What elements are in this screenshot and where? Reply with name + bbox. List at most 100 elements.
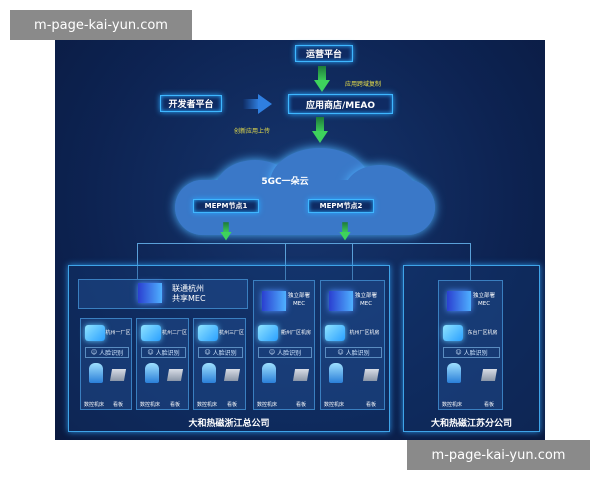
independent-mec-label: 独立部署 MEC [288,292,310,308]
independent-mec-line1: 独立部署 [473,293,496,299]
independent-mec-line1: 独立部署 [288,293,311,299]
server-cube-icon [141,325,161,341]
dev-platform-box: 开发者平台 [160,95,222,112]
face-recognition: ☺人脸识别 [325,347,382,358]
dashboard-laptop-icon [292,369,310,381]
plant-box: 独立部署 MEC 衢州厂区机房 ☺人脸识别 数控机床 看板 [253,280,315,410]
plant-name: 杭州二厂区 [161,330,187,336]
connector-line [470,243,471,280]
shared-mec-label: 联通杭州共享MEC [172,284,206,304]
cnc-machine-icon [329,363,343,383]
watermark-top: m-page-kai-yun.com [10,10,192,40]
plant-box: 独立部署 MEC 杭州厂区机房 ☺人脸识别 数控机床 看板 [320,280,385,410]
server-cube-icon [325,325,345,341]
server-cube-icon [85,325,105,341]
dashboard-label: 看板 [483,402,494,408]
plant-box: 杭州二厂区 ☺人脸识别 数控机床 看板 [136,318,189,410]
dashboard-laptop-icon [362,369,380,381]
face-recognition: ☺人脸识别 [443,347,500,358]
arrow-down-icon [314,66,330,94]
independent-mec-label: 独立部署 MEC [473,292,495,308]
mec-server-icon [447,291,471,311]
plant-name: 衢州厂区机房 [280,330,311,336]
cnc-machine-label: 数控机床 [83,402,104,408]
dashboard-laptop-icon [109,369,127,381]
cnc-machine-icon [262,363,276,383]
dashboard-label: 看板 [226,402,237,408]
mepm-node-2: MEPM节点2 [308,199,374,213]
shared-mec-line1: 联通杭州 [172,284,204,293]
app-store-box: 应用商店/MEAO [288,94,393,114]
face-icon: ☺ [337,349,344,356]
ops-platform-box: 运营平台 [295,45,353,62]
connector-line [352,243,353,280]
plant-box: 杭州一厂区 ☺人脸识别 数控机床 看板 [80,318,132,410]
dashboard-label: 看板 [365,402,376,408]
face-icon: ☺ [147,349,154,356]
jiangsu-company-label: 大和热磁江苏分公司 [430,419,512,429]
face-recognition: ☺人脸识别 [85,347,129,358]
note-upload: 创新应用上传 [234,128,271,135]
independent-mec-line1: 独立部署 [355,293,378,299]
jiangsu-company-box [403,265,540,432]
face-recognition: ☺人脸识别 [198,347,243,358]
connector-line [285,243,286,280]
mepm-node-1: MEPM节点1 [193,199,259,213]
dashboard-laptop-icon [223,369,241,381]
face-icon: ☺ [90,349,98,356]
cloud-title: 5GC一朵云 [261,177,309,187]
connector-line [137,243,470,244]
plant-name: 杭州厂区机房 [349,330,380,336]
server-cube-icon [443,325,463,341]
face-label: 人脸识别 [212,350,237,357]
face-recognition: ☺人脸识别 [141,347,186,358]
cnc-machine-label: 数控机床 [256,402,277,408]
shared-mec-line2: 共享MEC [172,294,206,303]
cnc-machine-icon [89,363,103,383]
plant-name: 杭州三厂区 [218,330,244,336]
cnc-machine-label: 数控机床 [323,402,344,408]
server-cube-icon [198,325,218,341]
face-label: 人脸识别 [99,350,124,357]
note-copy: 应用跨域复制 [345,81,382,88]
server-cube-icon [258,325,278,341]
connector-line [137,243,138,280]
shared-mec-box [78,279,248,309]
plant-box: 杭州三厂区 ☺人脸识别 数控机床 看板 [193,318,246,410]
watermark-bottom: m-page-kai-yun.com [407,440,590,470]
mec-server-icon [262,291,286,311]
mec-server-icon [138,283,162,303]
dashboard-laptop-icon [480,369,498,381]
independent-mec-label: 独立部署 MEC [355,292,377,308]
face-label: 人脸识别 [277,350,302,357]
face-icon: ☺ [455,349,462,356]
mec-server-icon [329,291,353,311]
independent-mec-line2: MEC [359,301,373,307]
cnc-machine-icon [145,363,159,383]
face-icon: ☺ [268,349,276,356]
cnc-machine-label: 数控机床 [139,402,160,408]
face-icon: ☺ [204,349,211,356]
dashboard-laptop-icon [166,369,184,381]
dashboard-label: 看板 [295,402,306,408]
cnc-machine-label: 数控机床 [441,402,462,408]
face-recognition: ☺人脸识别 [258,347,312,358]
arrow-down-icon [220,222,232,242]
face-label: 人脸识别 [463,350,488,357]
independent-mec-line2: MEC [292,301,306,307]
face-label: 人脸识别 [345,350,370,357]
dashboard-label: 看板 [112,402,123,408]
arrow-head-icon [258,94,272,114]
cnc-machine-label: 数控机床 [196,402,217,408]
arrow-right-icon [243,99,259,109]
plant-name: 杭州一厂区 [105,330,131,336]
dashboard-label: 看板 [169,402,180,408]
cnc-machine-icon [202,363,216,383]
arrow-down-icon [339,222,351,242]
cnc-machine-icon [447,363,461,383]
arrow-down-icon [312,117,328,145]
face-label: 人脸识别 [155,350,180,357]
zhejiang-company-label: 大和热磁浙江总公司 [188,419,270,429]
independent-mec-line2: MEC [477,301,491,307]
